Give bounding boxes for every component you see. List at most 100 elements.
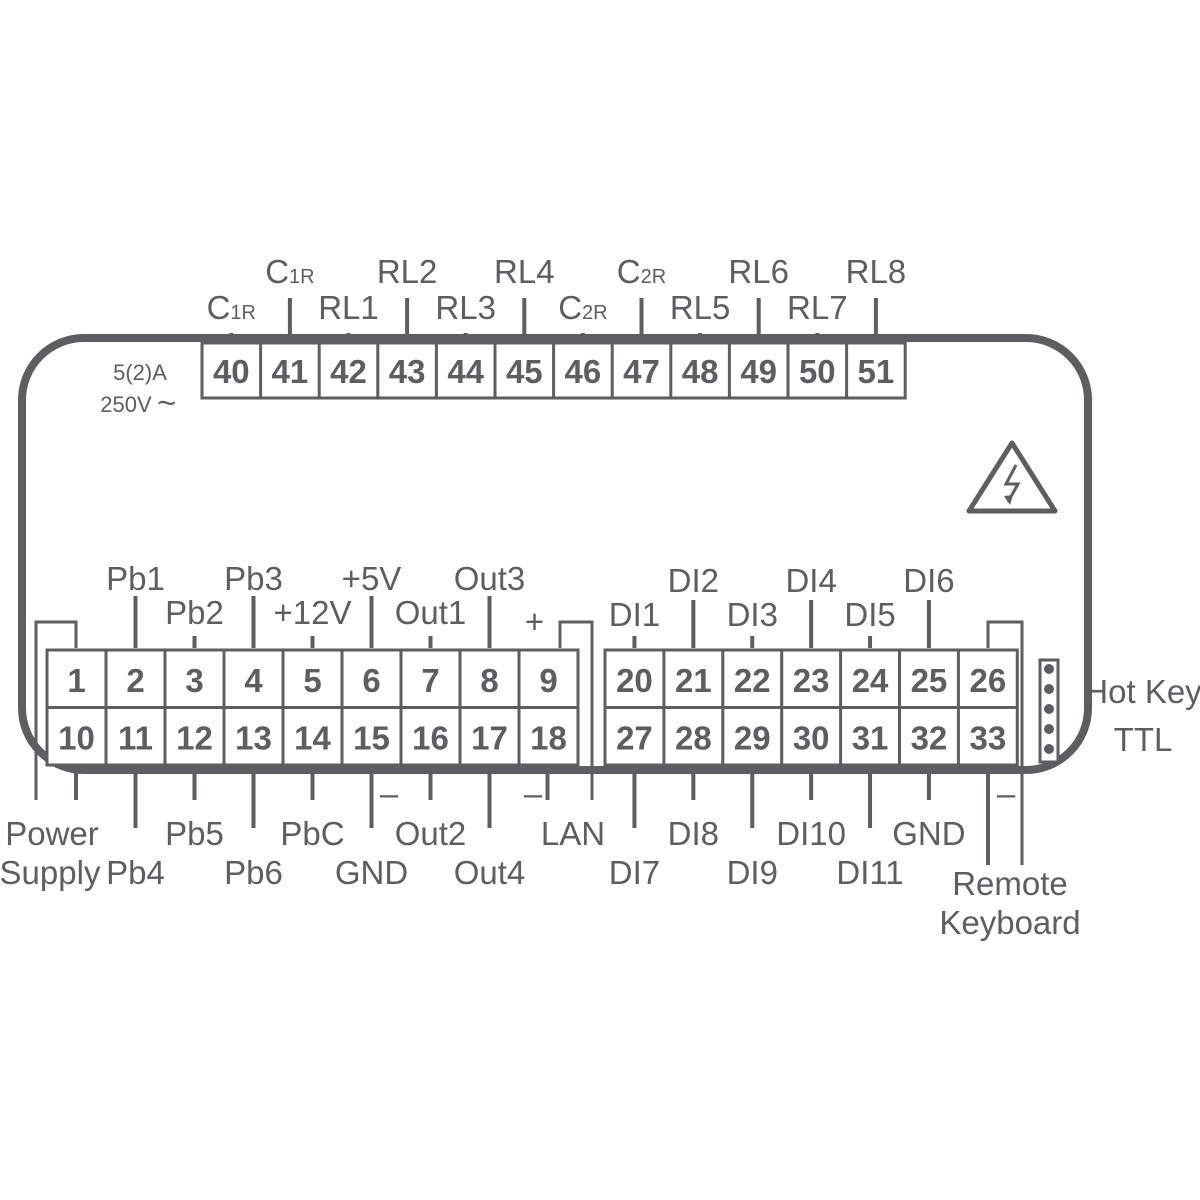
- terminal-51: 51: [858, 353, 895, 390]
- terminal-40: 40: [213, 353, 250, 390]
- lan-lead: [558, 620, 594, 800]
- terminal-label-25: DI6: [903, 562, 954, 599]
- hot-key-pin: [1044, 744, 1054, 754]
- terminal-8: 8: [480, 662, 498, 699]
- minus-sign: –: [524, 775, 543, 812]
- terminal-42: 42: [330, 353, 367, 390]
- terminal-label-47: C2R: [617, 253, 666, 290]
- terminal-label-31: DI11: [836, 854, 903, 891]
- terminal-18: 18: [530, 720, 567, 757]
- terminal-label-3: Pb2: [165, 594, 224, 631]
- hot-key-pin: [1044, 704, 1054, 714]
- terminal-label-20: DI1: [609, 596, 660, 633]
- terminal-label-45: RL4: [494, 253, 555, 290]
- terminal-label-48: RL5: [670, 289, 731, 326]
- terminal-label-4: Pb3: [224, 560, 283, 597]
- terminal-25: 25: [911, 662, 948, 699]
- terminal-label-11: Pb4: [106, 854, 165, 891]
- terminal-13: 13: [235, 720, 272, 757]
- terminal-label-43: RL2: [377, 253, 438, 290]
- terminal-5: 5: [303, 662, 321, 699]
- hot-key-pin: [1044, 684, 1054, 694]
- minus-sign: –: [380, 775, 399, 812]
- terminal-27: 27: [616, 720, 653, 757]
- terminal-label-15: GND: [335, 854, 408, 891]
- terminal-label-27: DI7: [609, 854, 660, 891]
- terminal-label-16: Out2: [395, 815, 467, 852]
- terminal-6: 6: [362, 662, 380, 699]
- terminal-45: 45: [506, 353, 543, 390]
- terminal-43: 43: [389, 353, 426, 390]
- terminal-label-30: DI10: [776, 815, 846, 852]
- terminal-28: 28: [675, 720, 712, 757]
- rating-voltage: 250V: [100, 392, 152, 417]
- controller-outline: [18, 334, 1092, 774]
- terminal-15: 15: [353, 720, 390, 757]
- power-supply-label: Power: [5, 815, 99, 852]
- terminal-label-13: Pb6: [224, 854, 283, 891]
- terminal-label-7: Out1: [395, 594, 467, 631]
- remote-keyboard-label: Keyboard: [939, 904, 1080, 941]
- terminal-41: 41: [272, 353, 309, 390]
- ac-symbol: ~: [157, 384, 176, 421]
- terminal-label-42: RL1: [318, 289, 379, 326]
- hot-key-ttl-label: TTL: [1114, 721, 1173, 758]
- terminal-label-5: +12V: [274, 594, 352, 631]
- terminal-label-28: DI8: [668, 815, 719, 852]
- hot-key-pin: [1044, 724, 1054, 734]
- terminal-23: 23: [793, 662, 830, 699]
- terminal-33: 33: [969, 720, 1006, 757]
- terminal-label-17: Out4: [454, 854, 526, 891]
- terminal-49: 49: [740, 353, 777, 390]
- high-voltage-warning-icon: [966, 440, 1058, 514]
- terminal-2: 2: [126, 662, 144, 699]
- terminal-48: 48: [682, 353, 719, 390]
- hot-key-label: Hot Key: [1084, 673, 1200, 710]
- terminal-16: 16: [412, 720, 449, 757]
- terminal-44: 44: [447, 353, 484, 390]
- power-supply-lead: [34, 620, 78, 800]
- terminal-label-6: +5V: [342, 560, 402, 597]
- terminal-12: 12: [176, 720, 213, 757]
- terminal-label-49: RL6: [728, 253, 789, 290]
- terminal-50: 50: [799, 353, 836, 390]
- terminal-label-23: DI4: [785, 562, 836, 599]
- terminal-32: 32: [911, 720, 948, 757]
- terminal-47: 47: [623, 353, 660, 390]
- terminal-26: 26: [969, 662, 1006, 699]
- terminal-11: 11: [118, 720, 153, 757]
- terminal-label-12: Pb5: [165, 815, 224, 852]
- terminal-9: 9: [539, 662, 557, 699]
- minus-sign: –: [997, 775, 1016, 812]
- terminal-label-41: C1R: [265, 253, 314, 290]
- terminal-24: 24: [852, 662, 889, 699]
- terminal-label-32: GND: [892, 815, 965, 852]
- terminal-7: 7: [421, 662, 439, 699]
- terminal-14: 14: [294, 720, 331, 757]
- terminal-17: 17: [471, 720, 508, 757]
- terminal-label-9: +: [525, 603, 544, 640]
- terminal-46: 46: [565, 353, 602, 390]
- hot-key-pin: [1044, 664, 1054, 674]
- terminal-31: 31: [852, 720, 889, 757]
- terminal-22: 22: [734, 662, 771, 699]
- remote-keyboard-label: Remote: [952, 865, 1068, 902]
- terminal-label-2: Pb1: [106, 560, 165, 597]
- terminal-label-24: DI5: [844, 596, 895, 633]
- terminal-label-22: DI3: [727, 596, 778, 633]
- terminal-label-lan: LAN: [541, 815, 605, 852]
- terminal-label-44: RL3: [435, 289, 496, 326]
- terminal-label-50: RL7: [787, 289, 848, 326]
- power-supply-label: Supply: [0, 854, 101, 891]
- terminal-label-8: Out3: [454, 560, 526, 597]
- terminal-3: 3: [185, 662, 203, 699]
- terminal-label-14: PbC: [280, 815, 344, 852]
- rating-current: 5(2)A: [113, 360, 167, 385]
- terminal-29: 29: [734, 720, 771, 757]
- terminal-label-29: DI9: [727, 854, 778, 891]
- terminal-30: 30: [793, 720, 830, 757]
- terminal-4: 4: [244, 662, 263, 699]
- terminal-1: 1: [67, 662, 85, 699]
